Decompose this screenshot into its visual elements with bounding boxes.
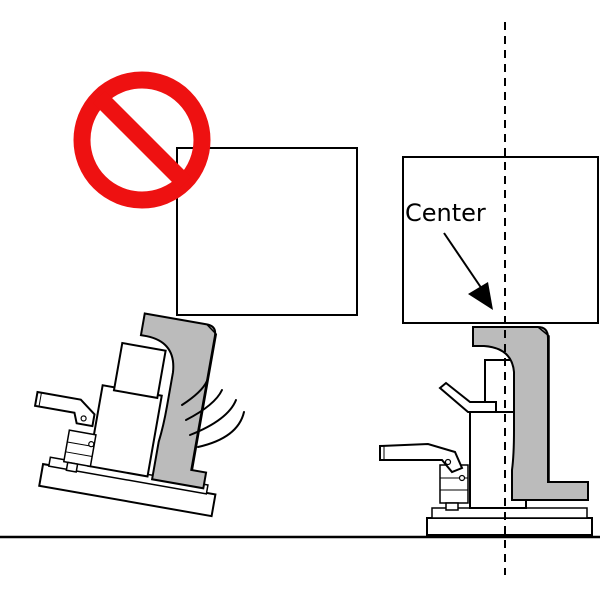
no-symbol-icon [73,71,211,209]
center-label: Center [405,199,486,227]
upright-jack-handle [438,381,497,413]
load-block-left [176,147,358,316]
tilted-jack-body [87,384,163,478]
upright-jack-base [426,517,593,536]
upright-jack-claw [472,326,589,501]
incorrect-setup [33,71,358,518]
center-arrow [443,232,493,310]
correct-setup: Center [379,22,599,575]
tilted-jack [33,312,218,518]
tilted-jack-ram [112,341,167,400]
tilted-jack-pump [62,429,97,468]
load-block-right [402,156,599,324]
wobble-marks [181,377,245,448]
tilted-jack-claw [139,312,217,490]
